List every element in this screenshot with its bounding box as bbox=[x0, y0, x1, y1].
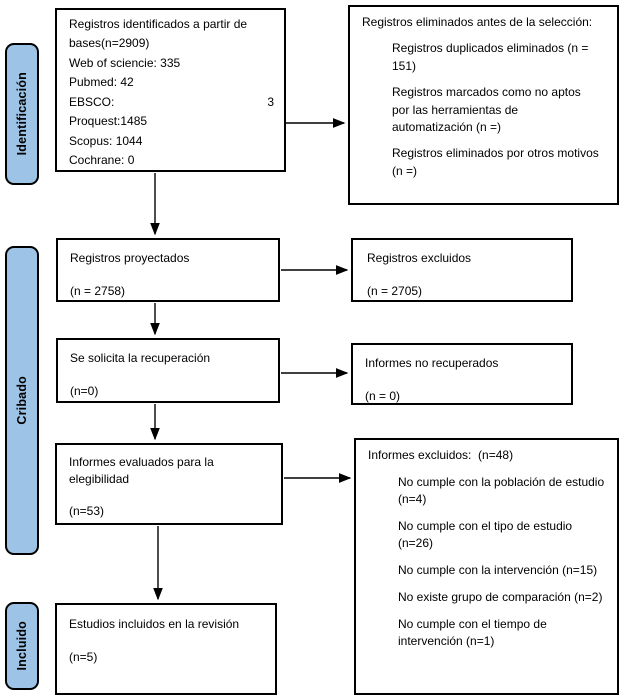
source-row-cochrane: Cochrane: 0 bbox=[69, 151, 274, 170]
box-records-excluded: Registros excluidos (n = 2705) bbox=[351, 238, 573, 302]
box-retrieval-n: (n=0) bbox=[70, 383, 99, 398]
stage-label-identification-text: Identificación bbox=[15, 72, 29, 156]
box-not-retrieved-title: Informes no recuperados bbox=[365, 356, 499, 370]
source-label: Web of sciencie: 335 bbox=[69, 55, 181, 70]
excluded-reason-intervention-time: No cumple con el tiempo de intervención … bbox=[398, 617, 547, 649]
excluded-reason-comparison-group: No existe grupo de comparación (n=2) bbox=[398, 590, 603, 605]
stage-label-screening-text: Cribado bbox=[15, 376, 29, 425]
box-reports-excluded-title: Informes excluidos: (n=48) bbox=[368, 448, 514, 462]
box-assessed-title: Informes evaluados para la elegibilidad bbox=[69, 455, 214, 487]
stage-label-screening: Cribado bbox=[5, 246, 39, 555]
box-not-retrieved-n: (n = 0) bbox=[365, 388, 401, 403]
source-label: Scopus: 1044 bbox=[69, 133, 143, 148]
box-reports-excluded: Informes excluidos: (n=48) No cumple con… bbox=[354, 438, 619, 695]
source-row-scopus: Scopus: 1044 bbox=[69, 132, 274, 151]
source-label: Cochrane: 0 bbox=[69, 153, 135, 168]
source-row-pubmed: Pubmed: 42 bbox=[69, 73, 274, 92]
box-retrieval-title: Se solicita la recuperación bbox=[70, 351, 211, 365]
box-reports-assessed: Informes evaluados para la elegibilidad … bbox=[55, 443, 283, 525]
box-records-removed-before-screening: Registros eliminados antes de la selecci… bbox=[348, 5, 619, 205]
source-label: EBSCO: bbox=[69, 94, 115, 109]
box-records-excluded-title: Registros excluidos bbox=[367, 251, 472, 265]
box-studies-included: Estudios incluidos en la revisión (n=5) bbox=[55, 603, 277, 695]
excluded-reason-study-type: No cumple con el tipo de estudio (n=26) bbox=[398, 519, 573, 551]
stage-label-included: Incluido bbox=[5, 602, 39, 690]
box-removed-title: Registros eliminados antes de la selecci… bbox=[362, 15, 593, 29]
source-row-ebsco: EBSCO: 3 bbox=[69, 93, 274, 112]
source-label: Proquest:1485 bbox=[69, 114, 148, 129]
box-retrieval-sought: Se solicita la recuperación (n=0) bbox=[56, 338, 280, 403]
box-records-identified-title: Registros identificados a partir de base… bbox=[69, 17, 248, 51]
source-row-proquest: Proquest:1485 bbox=[69, 112, 274, 131]
removed-item-other: Registros eliminados por otros motivos (… bbox=[392, 146, 599, 178]
stage-label-included-text: Incluido bbox=[15, 621, 29, 671]
box-records-excluded-n: (n = 2705) bbox=[367, 283, 423, 298]
removed-item-automation: Registros marcados como no aptos por las… bbox=[392, 85, 581, 134]
excluded-reason-population: No cumple con la población de estudio (n… bbox=[398, 475, 605, 507]
source-value: 3 bbox=[267, 94, 274, 109]
box-included-n: (n=5) bbox=[69, 649, 98, 664]
box-included-title: Estudios incluidos en la revisión bbox=[69, 617, 240, 631]
stage-label-identification: Identificación bbox=[5, 43, 39, 185]
box-records-identified: Registros identificados a partir de base… bbox=[55, 8, 286, 172]
source-label: Pubmed: 42 bbox=[69, 75, 134, 90]
box-records-screened: Registros proyectados (n = 2758) bbox=[56, 238, 280, 302]
box-reports-not-retrieved: Informes no recuperados (n = 0) bbox=[351, 343, 573, 405]
excluded-reason-intervention: No cumple con la intervención (n=15) bbox=[398, 563, 598, 578]
box-screened-n: (n = 2758) bbox=[70, 283, 126, 298]
removed-item-duplicates: Registros duplicados eliminados (n = 151… bbox=[392, 41, 589, 73]
source-row-web-of-science: Web of sciencie: 335 bbox=[69, 54, 274, 73]
box-screened-title: Registros proyectados bbox=[70, 251, 190, 265]
box-assessed-n: (n=53) bbox=[69, 503, 105, 518]
